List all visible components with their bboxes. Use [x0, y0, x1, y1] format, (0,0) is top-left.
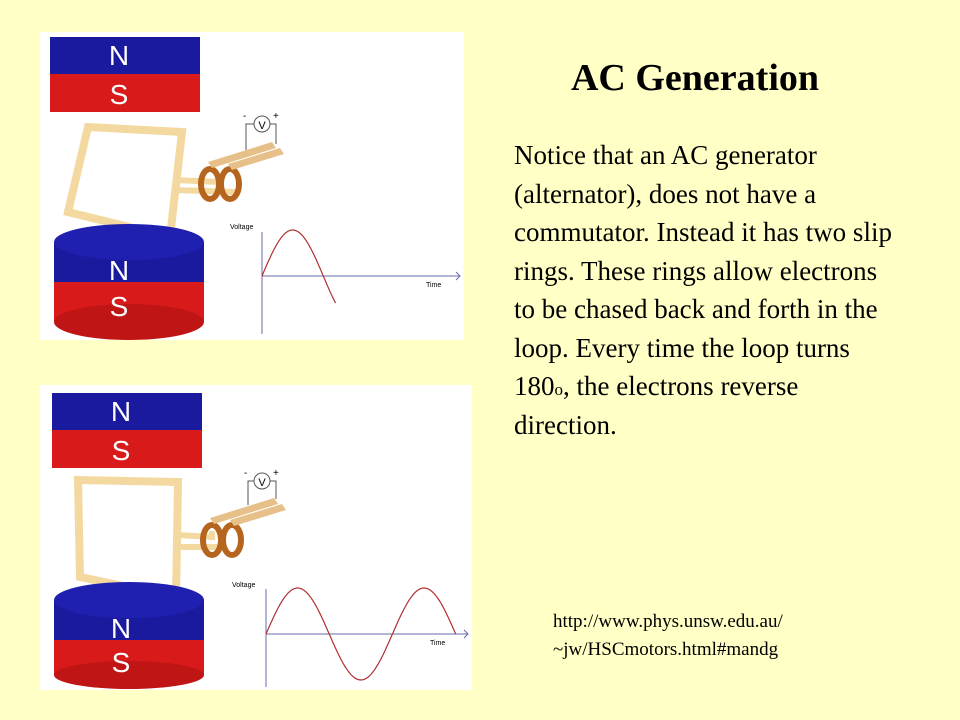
voltmeter: V - +	[243, 111, 279, 150]
magnet-south-label: S	[112, 647, 131, 678]
voltage-wave	[265, 587, 457, 681]
magnet-north-label: N	[111, 613, 131, 644]
graph-x-axis-label: Time	[426, 282, 441, 289]
voltmeter-plus-label: +	[273, 111, 279, 122]
magnet-north-label: N	[111, 396, 131, 427]
magnet-bottom: N S	[54, 582, 204, 689]
source-line-1: http://www.phys.unsw.edu.au/	[553, 611, 783, 632]
generator-diagram-bottom: N S N S	[52, 393, 469, 689]
generator-figure-top: N S N S	[40, 32, 464, 340]
voltmeter-label: V	[258, 477, 266, 489]
magnet-top: N S	[50, 37, 200, 112]
body-text-main: Notice that an AC generator (alternator)…	[514, 140, 892, 401]
body-text-end: , the electrons reverse direction.	[514, 371, 799, 440]
slide-body-text: Notice that an AC generator (alternator)…	[514, 136, 904, 444]
magnet-north-label: N	[109, 255, 129, 286]
voltmeter-label: V	[258, 120, 266, 132]
slip-rings	[200, 498, 286, 558]
source-line-2: ~jw/HSCmotors.html#mandg	[553, 639, 779, 660]
voltmeter: V - +	[244, 468, 279, 505]
magnet-north-label: N	[109, 40, 129, 71]
generator-diagram-top: N S N S	[50, 37, 461, 340]
magnet-south-label: S	[112, 435, 131, 466]
voltmeter-minus-label: -	[244, 468, 247, 479]
voltmeter-plus-label: +	[273, 468, 279, 479]
voltage-wave	[261, 229, 337, 304]
magnet-bottom: N S	[54, 224, 204, 340]
degree-superscript: o	[554, 380, 564, 399]
source-citation: http://www.phys.unsw.edu.au/ ~jw/HSCmoto…	[553, 608, 873, 664]
slide-title: AC Generation	[570, 57, 820, 99]
magnet-top: N S	[52, 393, 202, 468]
voltmeter-minus-label: -	[243, 111, 246, 122]
graph-x-axis-label: Time	[430, 640, 445, 647]
graph-y-axis-label: Voltage	[232, 582, 255, 589]
magnet-south-label: S	[110, 79, 129, 110]
voltage-graph: Voltage Time	[230, 224, 461, 334]
voltage-graph: Voltage Time	[232, 582, 469, 687]
magnet-south-label: S	[110, 291, 129, 322]
generator-figure-bottom: N S N S	[40, 385, 472, 690]
graph-y-axis-label: Voltage	[230, 224, 253, 231]
slip-rings	[198, 142, 284, 202]
wire-loop	[63, 122, 236, 242]
